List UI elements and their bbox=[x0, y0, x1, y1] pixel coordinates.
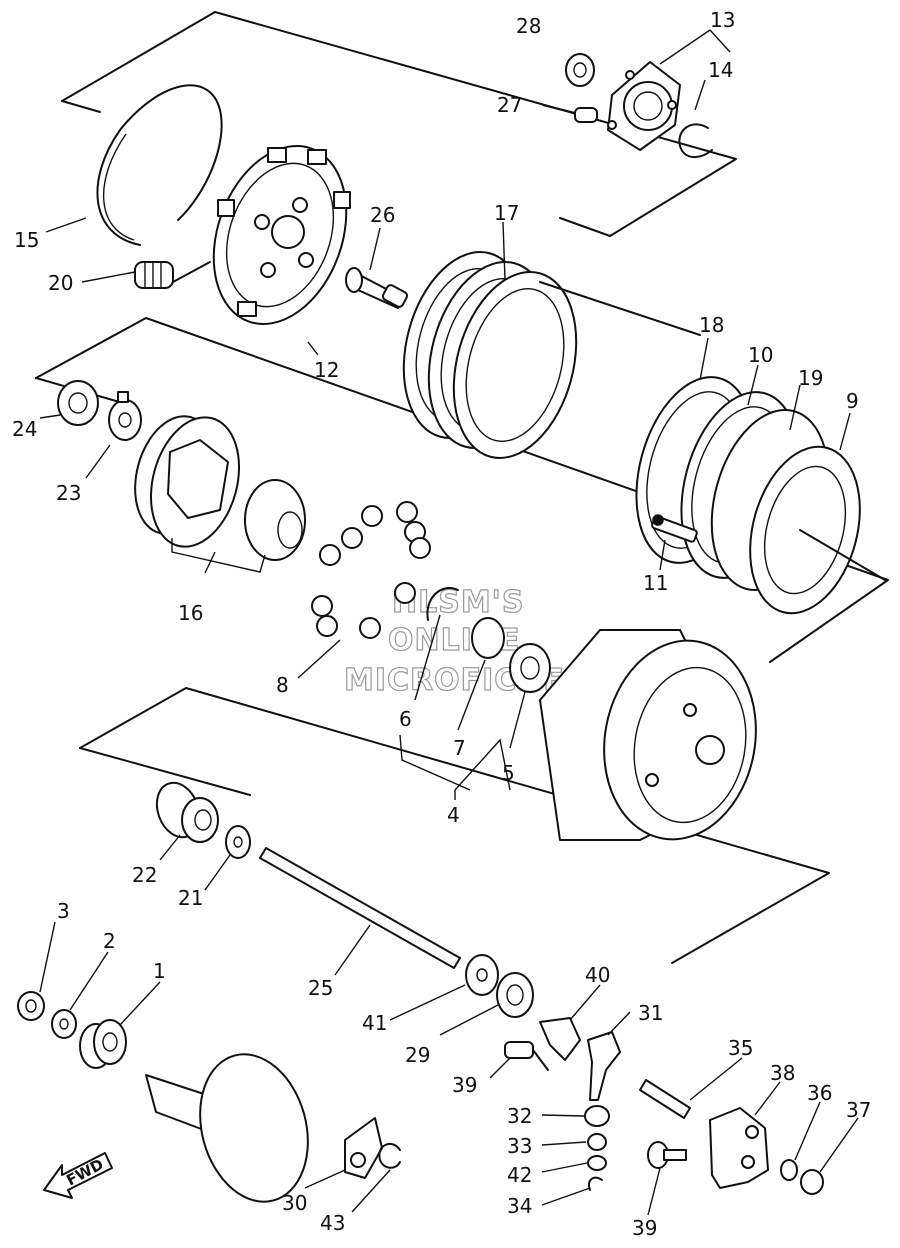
screw-27-part bbox=[542, 104, 598, 123]
nut-37-part bbox=[800, 1169, 824, 1195]
callout-16: 16 bbox=[178, 601, 203, 625]
nut-3-part bbox=[17, 991, 45, 1021]
callout-13: 13 bbox=[710, 8, 735, 32]
washer-2-part bbox=[51, 1009, 77, 1039]
leader-lines bbox=[39, 29, 859, 1216]
callout-5: 5 bbox=[502, 761, 515, 785]
lever-30-part bbox=[344, 1117, 383, 1179]
callout-6: 6 bbox=[399, 707, 412, 731]
washer-42-part bbox=[587, 1155, 607, 1171]
callout-40: 40 bbox=[585, 963, 610, 987]
callout-22: 22 bbox=[132, 863, 157, 887]
bolt-39-lower-part bbox=[647, 1141, 687, 1169]
spring-20-part bbox=[134, 261, 211, 289]
washer-41-part bbox=[465, 954, 499, 996]
nut-32-part bbox=[584, 1105, 610, 1127]
callout-18: 18 bbox=[699, 313, 724, 337]
callout-9: 9 bbox=[846, 389, 859, 413]
callout-14: 14 bbox=[708, 58, 733, 82]
washer-28-part bbox=[565, 53, 595, 87]
callout-7: 7 bbox=[453, 736, 466, 760]
fwd-arrow-icon: FWD bbox=[43, 1152, 113, 1199]
callout-27: 27 bbox=[497, 93, 522, 117]
washer-36-part bbox=[780, 1159, 798, 1181]
callout-10: 10 bbox=[748, 343, 773, 367]
callout-11: 11 bbox=[643, 571, 668, 595]
callout-29: 29 bbox=[405, 1043, 430, 1067]
callout-39-upper: 39 bbox=[452, 1073, 477, 1097]
callout-24: 24 bbox=[12, 417, 37, 441]
gear-1-part bbox=[79, 1019, 127, 1069]
callout-37: 37 bbox=[846, 1098, 871, 1122]
callout-19: 19 bbox=[798, 366, 823, 390]
callout-30: 30 bbox=[282, 1191, 307, 1215]
callout-17: 17 bbox=[494, 201, 519, 225]
callout-33: 33 bbox=[507, 1134, 532, 1158]
callout-35: 35 bbox=[728, 1036, 753, 1060]
bolt-39-upper-part bbox=[504, 1041, 549, 1071]
pressure-plate-12-part bbox=[212, 144, 351, 326]
callout-39-lower: 39 bbox=[632, 1216, 657, 1240]
callout-36: 36 bbox=[807, 1081, 832, 1105]
callout-38: 38 bbox=[770, 1061, 795, 1085]
callout-20: 20 bbox=[48, 271, 73, 295]
clip-34-part bbox=[588, 1176, 603, 1191]
lock-washer-23-part bbox=[108, 391, 142, 441]
oil-seal-29-part bbox=[496, 972, 534, 1018]
circlip-15-part bbox=[96, 84, 223, 246]
callout-labels: 1 2 3 4 5 6 7 8 9 10 11 12 13 14 15 16 1… bbox=[12, 8, 871, 1240]
callout-23: 23 bbox=[56, 481, 81, 505]
bolt-11-part bbox=[651, 514, 698, 543]
circlip-14-part bbox=[678, 123, 713, 158]
washer-5-part bbox=[509, 643, 551, 693]
callout-4: 4 bbox=[447, 803, 460, 827]
push-rod-25-part bbox=[259, 847, 461, 969]
nut-24-part bbox=[57, 380, 99, 426]
callout-3: 3 bbox=[57, 899, 70, 923]
circlip-43-part bbox=[378, 1142, 401, 1169]
clutch-housing-4-part bbox=[539, 629, 757, 841]
bracket-40-part bbox=[539, 1017, 581, 1061]
bearing-housing-13-part bbox=[607, 61, 681, 151]
drive-shaft-part bbox=[145, 1053, 309, 1203]
callout-2: 2 bbox=[103, 929, 116, 953]
callout-43: 43 bbox=[320, 1211, 345, 1235]
friction-plates-17-part bbox=[402, 251, 701, 459]
callout-1: 1 bbox=[153, 959, 166, 983]
nut-33-part bbox=[587, 1133, 607, 1151]
bracket-38-part bbox=[709, 1107, 769, 1189]
push-lever-31-part bbox=[587, 1031, 621, 1101]
callout-25: 25 bbox=[308, 976, 333, 1000]
callout-42: 42 bbox=[507, 1163, 532, 1187]
callout-21: 21 bbox=[178, 886, 203, 910]
callout-12: 12 bbox=[314, 358, 339, 382]
callout-28: 28 bbox=[516, 14, 541, 38]
callout-31: 31 bbox=[638, 1001, 663, 1025]
callout-41: 41 bbox=[362, 1011, 387, 1035]
collar-22-part bbox=[155, 781, 219, 843]
push-rod-26-part bbox=[345, 267, 409, 309]
washer-21-part bbox=[225, 825, 251, 859]
callout-34: 34 bbox=[507, 1194, 532, 1218]
clutch-stack-right-part bbox=[635, 376, 886, 615]
balls-8-part bbox=[311, 501, 431, 639]
callout-32: 32 bbox=[507, 1104, 532, 1128]
bolt-35-part bbox=[639, 1079, 691, 1119]
callout-15: 15 bbox=[14, 228, 39, 252]
circlip-6-part bbox=[426, 587, 459, 621]
thrust-plate-7-part bbox=[471, 617, 505, 659]
svg-text:FWD: FWD bbox=[63, 1155, 106, 1189]
callout-26: 26 bbox=[370, 203, 395, 227]
callout-8: 8 bbox=[276, 673, 289, 697]
drive-hub-16-part bbox=[134, 415, 306, 561]
